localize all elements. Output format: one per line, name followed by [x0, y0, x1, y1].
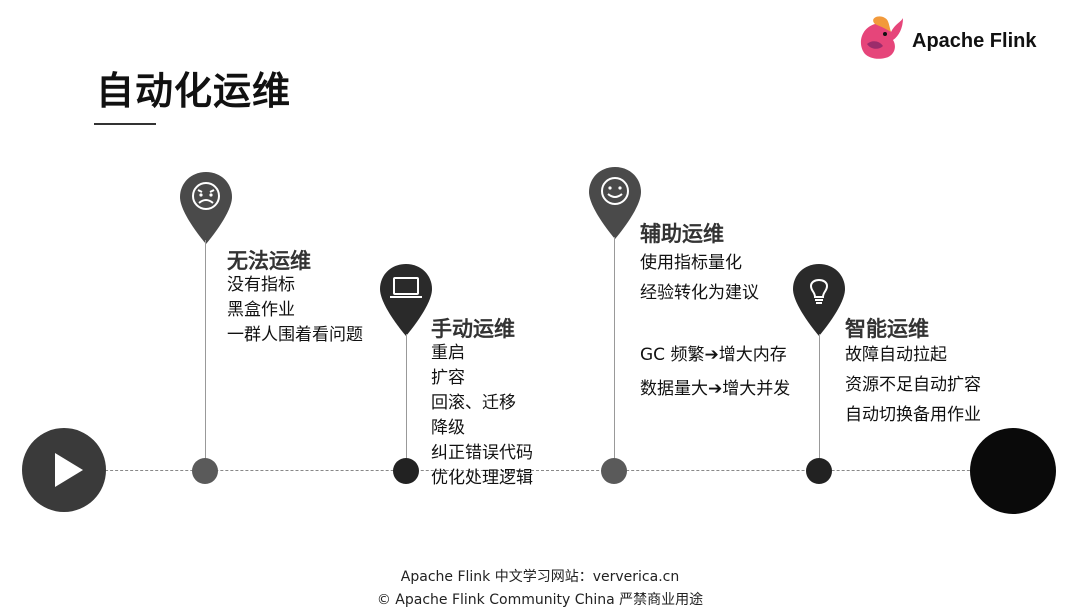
list-item: 黑盒作业 — [227, 300, 295, 320]
play-icon — [55, 453, 83, 487]
apache-flink-logo: Apache Flink — [855, 14, 1055, 62]
timeline-end-circle — [970, 428, 1056, 514]
list-item: 数据量大➔增大并发 — [640, 379, 791, 399]
timeline-line — [60, 470, 1020, 471]
stage-3-stem — [614, 237, 615, 460]
laptop-icon — [390, 277, 422, 298]
stage-4-items: 故障自动拉起 资源不足自动扩容 自动切换备用作业 — [845, 340, 981, 430]
footer-website: Apache Flink 中文学习网站：ververica.cn — [400, 569, 680, 585]
list-item: GC 频繁➔增大内存 — [640, 345, 787, 365]
list-item: 使用指标量化 — [640, 253, 742, 273]
stage-3-items: 使用指标量化 经验转化为建议 — [640, 248, 759, 308]
list-item: 纠正错误代码 — [431, 443, 533, 463]
stage-2-pin — [378, 262, 434, 338]
stage-2-title: 手动运维 — [431, 317, 515, 341]
list-item: 扩容 — [431, 368, 465, 388]
stage-4-title: 智能运维 — [845, 317, 929, 341]
stage-4-pin — [791, 262, 847, 338]
brand-name: Apache Flink — [912, 30, 1037, 52]
lightbulb-icon — [809, 279, 829, 304]
slide-title: 自动化运维 — [96, 69, 292, 113]
title-underline — [94, 123, 156, 125]
stage-1-dot — [192, 458, 218, 484]
list-item: 降级 — [431, 418, 465, 438]
list-item: 经验转化为建议 — [640, 283, 759, 303]
list-item: 没有指标 — [227, 275, 295, 295]
stage-4-dot — [806, 458, 832, 484]
stage-4-stem — [819, 334, 820, 460]
list-item: 一群人围着看问题 — [227, 325, 363, 345]
stage-1-title: 无法运维 — [227, 249, 311, 273]
stage-3-examples: GC 频繁➔增大内存 数据量大➔增大并发 — [640, 338, 790, 406]
stage-1-stem — [205, 240, 206, 460]
stage-1-pin — [178, 170, 234, 246]
list-item: 回滚、迁移 — [431, 393, 516, 413]
stage-2-items: 重启 扩容 回滚、迁移 降级 纠正错误代码 优化处理逻辑 — [431, 341, 533, 491]
list-item: 资源不足自动扩容 — [845, 375, 981, 395]
list-item: 优化处理逻辑 — [431, 468, 533, 488]
stage-3-dot — [601, 458, 627, 484]
list-item: 自动切换备用作业 — [845, 405, 981, 425]
list-item: 故障自动拉起 — [845, 345, 947, 365]
stage-3-title: 辅助运维 — [640, 222, 724, 246]
stage-1-items: 没有指标 黑盒作业 一群人围着看问题 — [227, 273, 363, 348]
stage-3-pin — [587, 165, 643, 241]
stage-2-stem — [406, 334, 407, 460]
sad-face-icon — [192, 182, 220, 210]
smile-face-icon — [601, 177, 629, 205]
list-item: 重启 — [431, 343, 465, 363]
footer-copyright: © Apache Flink Community China 严禁商业用途 — [376, 592, 704, 608]
flink-squirrel-icon — [860, 16, 903, 59]
stage-2-dot — [393, 458, 419, 484]
play-button[interactable] — [22, 428, 106, 512]
